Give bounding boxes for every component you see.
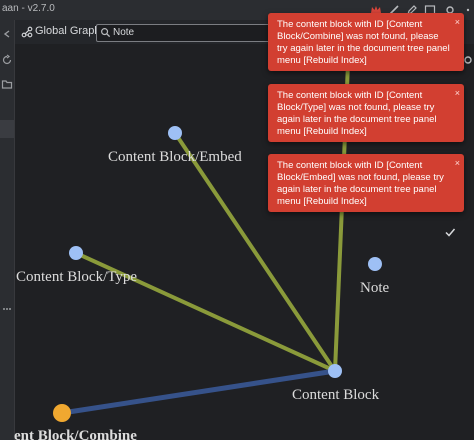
check-icon[interactable] [444,226,456,238]
graph-edge-type [75,251,336,373]
graph-edge-combine [61,368,336,416]
search-icon [101,28,111,38]
close-icon[interactable]: × [454,88,460,98]
folder-icon[interactable] [1,78,13,90]
node-label-note: Note [360,280,390,296]
graph-icon [21,26,33,38]
graph-search-box[interactable] [96,24,288,42]
active-dock-tab[interactable] [0,120,14,138]
node-label-embed: Content Block/Embed [108,149,242,165]
graph-node-type[interactable] [69,246,83,260]
graph-node-note[interactable] [368,257,382,271]
more-icon[interactable] [1,303,13,315]
left-dock [0,20,15,440]
notification-message: The content block with ID [Content Block… [277,160,444,207]
graph-node-embed[interactable] [168,126,182,140]
close-icon[interactable]: × [454,17,460,27]
search-input[interactable] [113,26,281,39]
error-notification[interactable]: The content block with ID [Content Block… [268,154,464,212]
app-title: aan - v2.7.0 [2,3,55,14]
close-icon[interactable]: × [454,158,460,168]
settings-icon[interactable] [462,54,474,66]
error-notification[interactable]: The content block with ID [Content Block… [268,84,464,142]
node-label-content-block: Content Block [292,387,380,403]
graph-node-combine[interactable] [53,404,71,422]
error-notification[interactable]: The content block with ID [Content Block… [268,13,464,71]
crown-icon[interactable] [370,4,382,16]
node-label-combine: ent Block/Combine [14,428,137,440]
panel-title: Global Graph [35,25,101,37]
more-icon[interactable] [462,4,474,16]
collapse-icon[interactable] [1,28,13,40]
notification-message: The content block with ID [Content Block… [277,19,450,66]
node-label-type: Content Block/Type [16,269,137,285]
notification-message: The content block with ID [Content Block… [277,90,437,137]
graph-node-content-block[interactable] [328,364,342,378]
graph-edge-embed [173,131,337,373]
sync-icon[interactable] [1,54,13,66]
